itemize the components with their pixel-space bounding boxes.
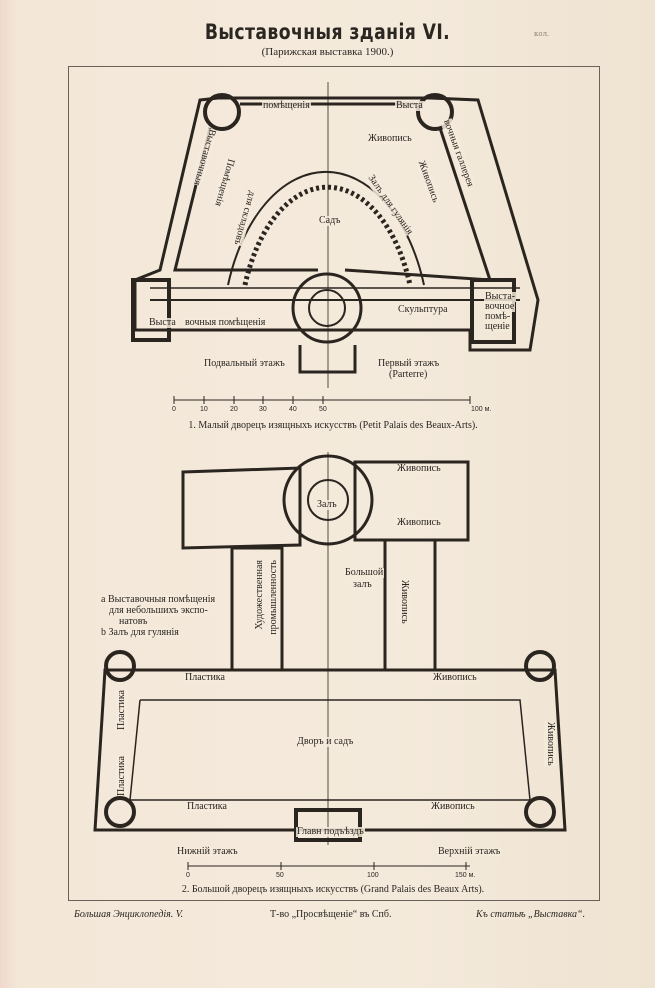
p2-label-zhivopis-mid: Живопись [432, 672, 478, 683]
plan1-rotunda-inner [308, 289, 346, 327]
p2-label-zal: Залъ [316, 499, 338, 510]
plan1-colonnade-arc [242, 184, 413, 286]
p2-legend-a3: натовъ [118, 616, 149, 627]
p2-legend-b: b Залъ для гулянія [100, 627, 180, 638]
footer-right: Къ статьѣ „Выставка“. [476, 909, 586, 920]
p1-label-vysta-top: Выста [395, 100, 424, 111]
p2-label-zhivopis-bot: Живопись [430, 801, 476, 812]
plan2-caption: 2. Большой дворецъ изящныхъ искусствъ (G… [181, 884, 485, 895]
plan1-pavilion-left [131, 278, 171, 342]
plan2-top-wing [181, 466, 302, 550]
p2-label-plastika-l2: Пластика [116, 756, 128, 796]
p1-scale-tick-40: 40 [288, 406, 298, 413]
p2-label-zhivopis-r: Живопись [544, 722, 556, 766]
p2-legend-a2: для небольшихъ экспо- [108, 605, 209, 616]
p1-label-vystavochnoe: Выста- [484, 291, 517, 302]
p1-scale-tick-50: 50 [318, 406, 328, 413]
p2-label-zhivopis-a: Живопись [396, 463, 442, 474]
p2-scale-tick-0: 0 [185, 872, 191, 879]
plan1-tower-right [416, 93, 454, 131]
p1-label-podvalny: Подвальный этажъ [203, 358, 286, 369]
p1-label-sad: Садъ [318, 215, 342, 226]
p1-scale-tick-20: 20 [229, 406, 239, 413]
plan2-tower-tr [524, 650, 556, 682]
plan2-tower-tl [104, 650, 136, 682]
p2-label-zal2: залъ [352, 579, 373, 590]
plan2-inner-hall [129, 699, 531, 801]
p1-label-pomeshcheniya: помѣщенія [262, 100, 311, 111]
plan2-scale-bar [187, 862, 470, 870]
p1-label-shchenie: щеніе [484, 321, 511, 332]
plan1-entrance-porch [298, 345, 357, 374]
p2-label-promysh: промышленность [268, 560, 280, 635]
plate-subtitle: (Парижская выставка 1900.) [261, 46, 394, 58]
plan2-tower-br [524, 796, 556, 828]
p1-label-vochnoe: вочное [484, 301, 516, 312]
p1-label-pome: помѣ- [484, 311, 512, 322]
p1-label-vochnye-pomeshcheniya: вочныя помѣщенія [184, 317, 267, 328]
p1-scale-tick-100: 100 м. [470, 406, 493, 413]
plan2-arm-right [383, 538, 437, 672]
plan1-rotunda [291, 272, 363, 344]
p2-label-zhivopis-b: Живопись [396, 517, 442, 528]
p1-label-zhivopis-top: Живопись [367, 133, 413, 144]
footer-center: Т-во „Просвѣщеніе“ въ Спб. [270, 909, 392, 920]
p2-label-plastika-bot: Пластика [186, 801, 228, 812]
p1-scale-tick-10: 10 [199, 406, 209, 413]
p2-legend-a1: a Выставочныя помѣщенія [100, 594, 217, 605]
p2-label-khudozh: Художественная [254, 560, 266, 630]
plan1-caption: 1. Малый дворецъ изящныхъ искусствъ (Pet… [188, 420, 478, 431]
plan2-main-hall [93, 668, 567, 832]
p2-label-nizhniy: Нижній этажъ [176, 846, 239, 857]
p1-label-skulptura: Скульптура [397, 304, 449, 315]
footer-left: Большая Энциклопедія. V. [74, 909, 184, 920]
p1-label-pervy: Первый этажъ [377, 358, 441, 369]
p1-label-parterre: (Parterre) [388, 369, 429, 380]
corner-stamp: кол. [534, 30, 550, 38]
plan1-scale-bar [173, 396, 471, 404]
plan1-tower-left [203, 93, 241, 131]
p2-label-zhivopis-vert: Живопись [398, 580, 410, 624]
p1-scale-tick-0: 0 [171, 406, 177, 413]
p2-label-bolshoy: Большой [344, 567, 385, 578]
plate-frame [68, 66, 600, 901]
p2-label-dvor: Дворъ и садъ [296, 736, 355, 747]
p1-scale-tick-30: 30 [258, 406, 268, 413]
p1-label-vysta-bl: Выста [148, 317, 177, 328]
plan2-tower-bl [104, 796, 136, 828]
plate-title: Выставочныя зданія VI. [204, 20, 451, 44]
p2-label-glavn: Главн подъѣздъ [296, 826, 365, 837]
p2-label-plastika-l1: Пластика [116, 690, 128, 730]
p2-label-plastika-top: Пластика [184, 672, 226, 683]
p2-scale-tick-150: 150 м. [454, 872, 477, 879]
plan2-top-wing-right [353, 460, 470, 542]
p2-scale-tick-50: 50 [275, 872, 285, 879]
p2-scale-tick-100: 100 [366, 872, 380, 879]
p2-label-verkhniy: Верхній этажъ [437, 846, 502, 857]
